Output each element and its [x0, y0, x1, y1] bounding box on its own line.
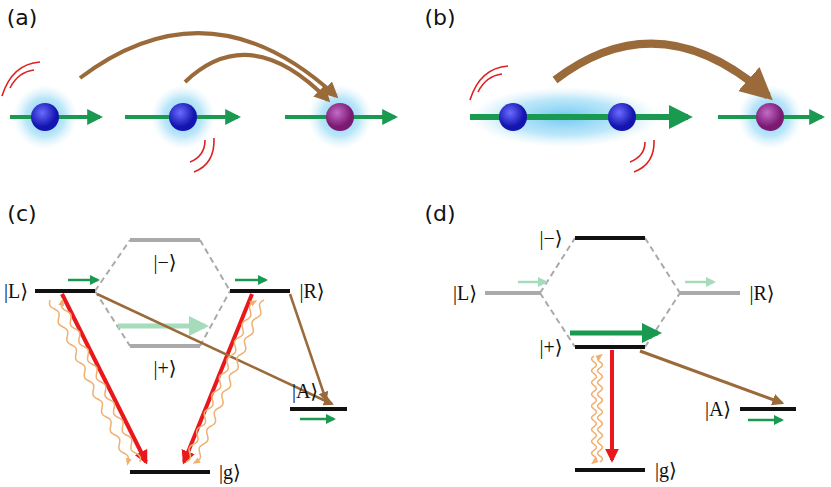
state-label: |A⟩	[292, 381, 318, 401]
photon-wave	[196, 300, 264, 462]
state-label: |L⟩	[453, 283, 477, 303]
state-label: |+⟩	[539, 337, 562, 357]
state-label: |−⟩	[539, 228, 562, 248]
state-label: |L⟩	[4, 281, 28, 301]
panel-label: (d)	[424, 203, 455, 225]
photon-wave	[62, 302, 141, 462]
panel-label: (c)	[7, 203, 36, 225]
state-label: |A⟩	[705, 399, 731, 419]
state-label: |+⟩	[153, 358, 176, 378]
state-label: |g⟩	[219, 462, 241, 482]
state-label: |R⟩	[299, 281, 324, 301]
state-label: |R⟩	[749, 283, 774, 303]
photon-wave	[598, 356, 603, 462]
state-label: |−⟩	[153, 252, 176, 272]
photon-wave	[186, 302, 254, 462]
photon-waves	[50, 300, 603, 462]
panel-label: (a)	[7, 7, 38, 29]
panel-label: (b)	[424, 7, 455, 29]
panel-c-art	[35, 240, 347, 472]
panel-a-art	[2, 33, 395, 172]
state-label: |g⟩	[655, 460, 677, 480]
photon-wave	[592, 356, 597, 462]
photon-wave	[50, 300, 129, 462]
panel-b-art	[470, 44, 822, 172]
panel-d-art	[485, 238, 796, 470]
